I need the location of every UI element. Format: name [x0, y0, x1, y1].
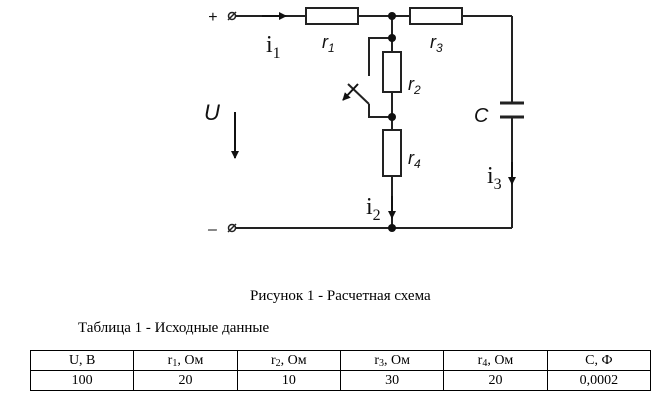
header-c: С, Ф [546, 350, 652, 371]
resistor-r3 [409, 7, 463, 25]
voltage-label: U [204, 100, 220, 125]
r3-label: r3 [430, 32, 443, 55]
current-i2-label: i2 [366, 194, 381, 224]
resistor-r1 [305, 7, 359, 25]
current-i3-label: i3 [487, 163, 502, 193]
r4-label: r4 [408, 148, 421, 171]
table-caption: Таблица 1 - Исходные данные [78, 320, 270, 336]
r1-label: r1 [322, 32, 335, 55]
data-table: U, В r1, Ом r2, Ом r3, Ом r4, Ом С, Ф 10… [29, 350, 652, 391]
current-arrows [231, 12, 516, 219]
capacitor-label: C [474, 105, 489, 127]
value-r1: 20 [133, 370, 238, 391]
capacitor-c [500, 101, 524, 119]
value-c: 0,0002 [546, 370, 652, 391]
circuit-diagram: + – U i1 i2 i3 r1 r3 r2 r4 C [204, 7, 524, 238]
table-row: 100 20 10 30 20 0,0002 [29, 370, 652, 391]
value-r2: 10 [236, 370, 341, 391]
value-r3: 30 [339, 370, 445, 391]
resistor-r4 [382, 129, 402, 177]
value-r4: 20 [443, 370, 548, 391]
value-u: 100 [29, 370, 135, 391]
terminals [227, 11, 237, 233]
arrow-switch [342, 83, 359, 101]
header-r3: r3, Ом [339, 350, 445, 371]
r2-label: r2 [408, 74, 421, 97]
figure-caption: Рисунок 1 - Расчетная схема [250, 288, 431, 304]
terminal-plus-label: + [208, 9, 217, 26]
current-i1-label: i1 [266, 32, 281, 62]
resistor-r2 [382, 51, 402, 93]
header-r1: r1, Ом [133, 350, 238, 371]
circuit-nodes [388, 12, 396, 232]
table-header-row: U, В r1, Ом r2, Ом r3, Ом r4, Ом С, Ф [29, 350, 652, 371]
header-r4: r4, Ом [443, 350, 548, 371]
header-u: U, В [29, 350, 135, 371]
terminal-minus-label: – [207, 221, 217, 238]
header-r2: r2, Ом [236, 350, 341, 371]
